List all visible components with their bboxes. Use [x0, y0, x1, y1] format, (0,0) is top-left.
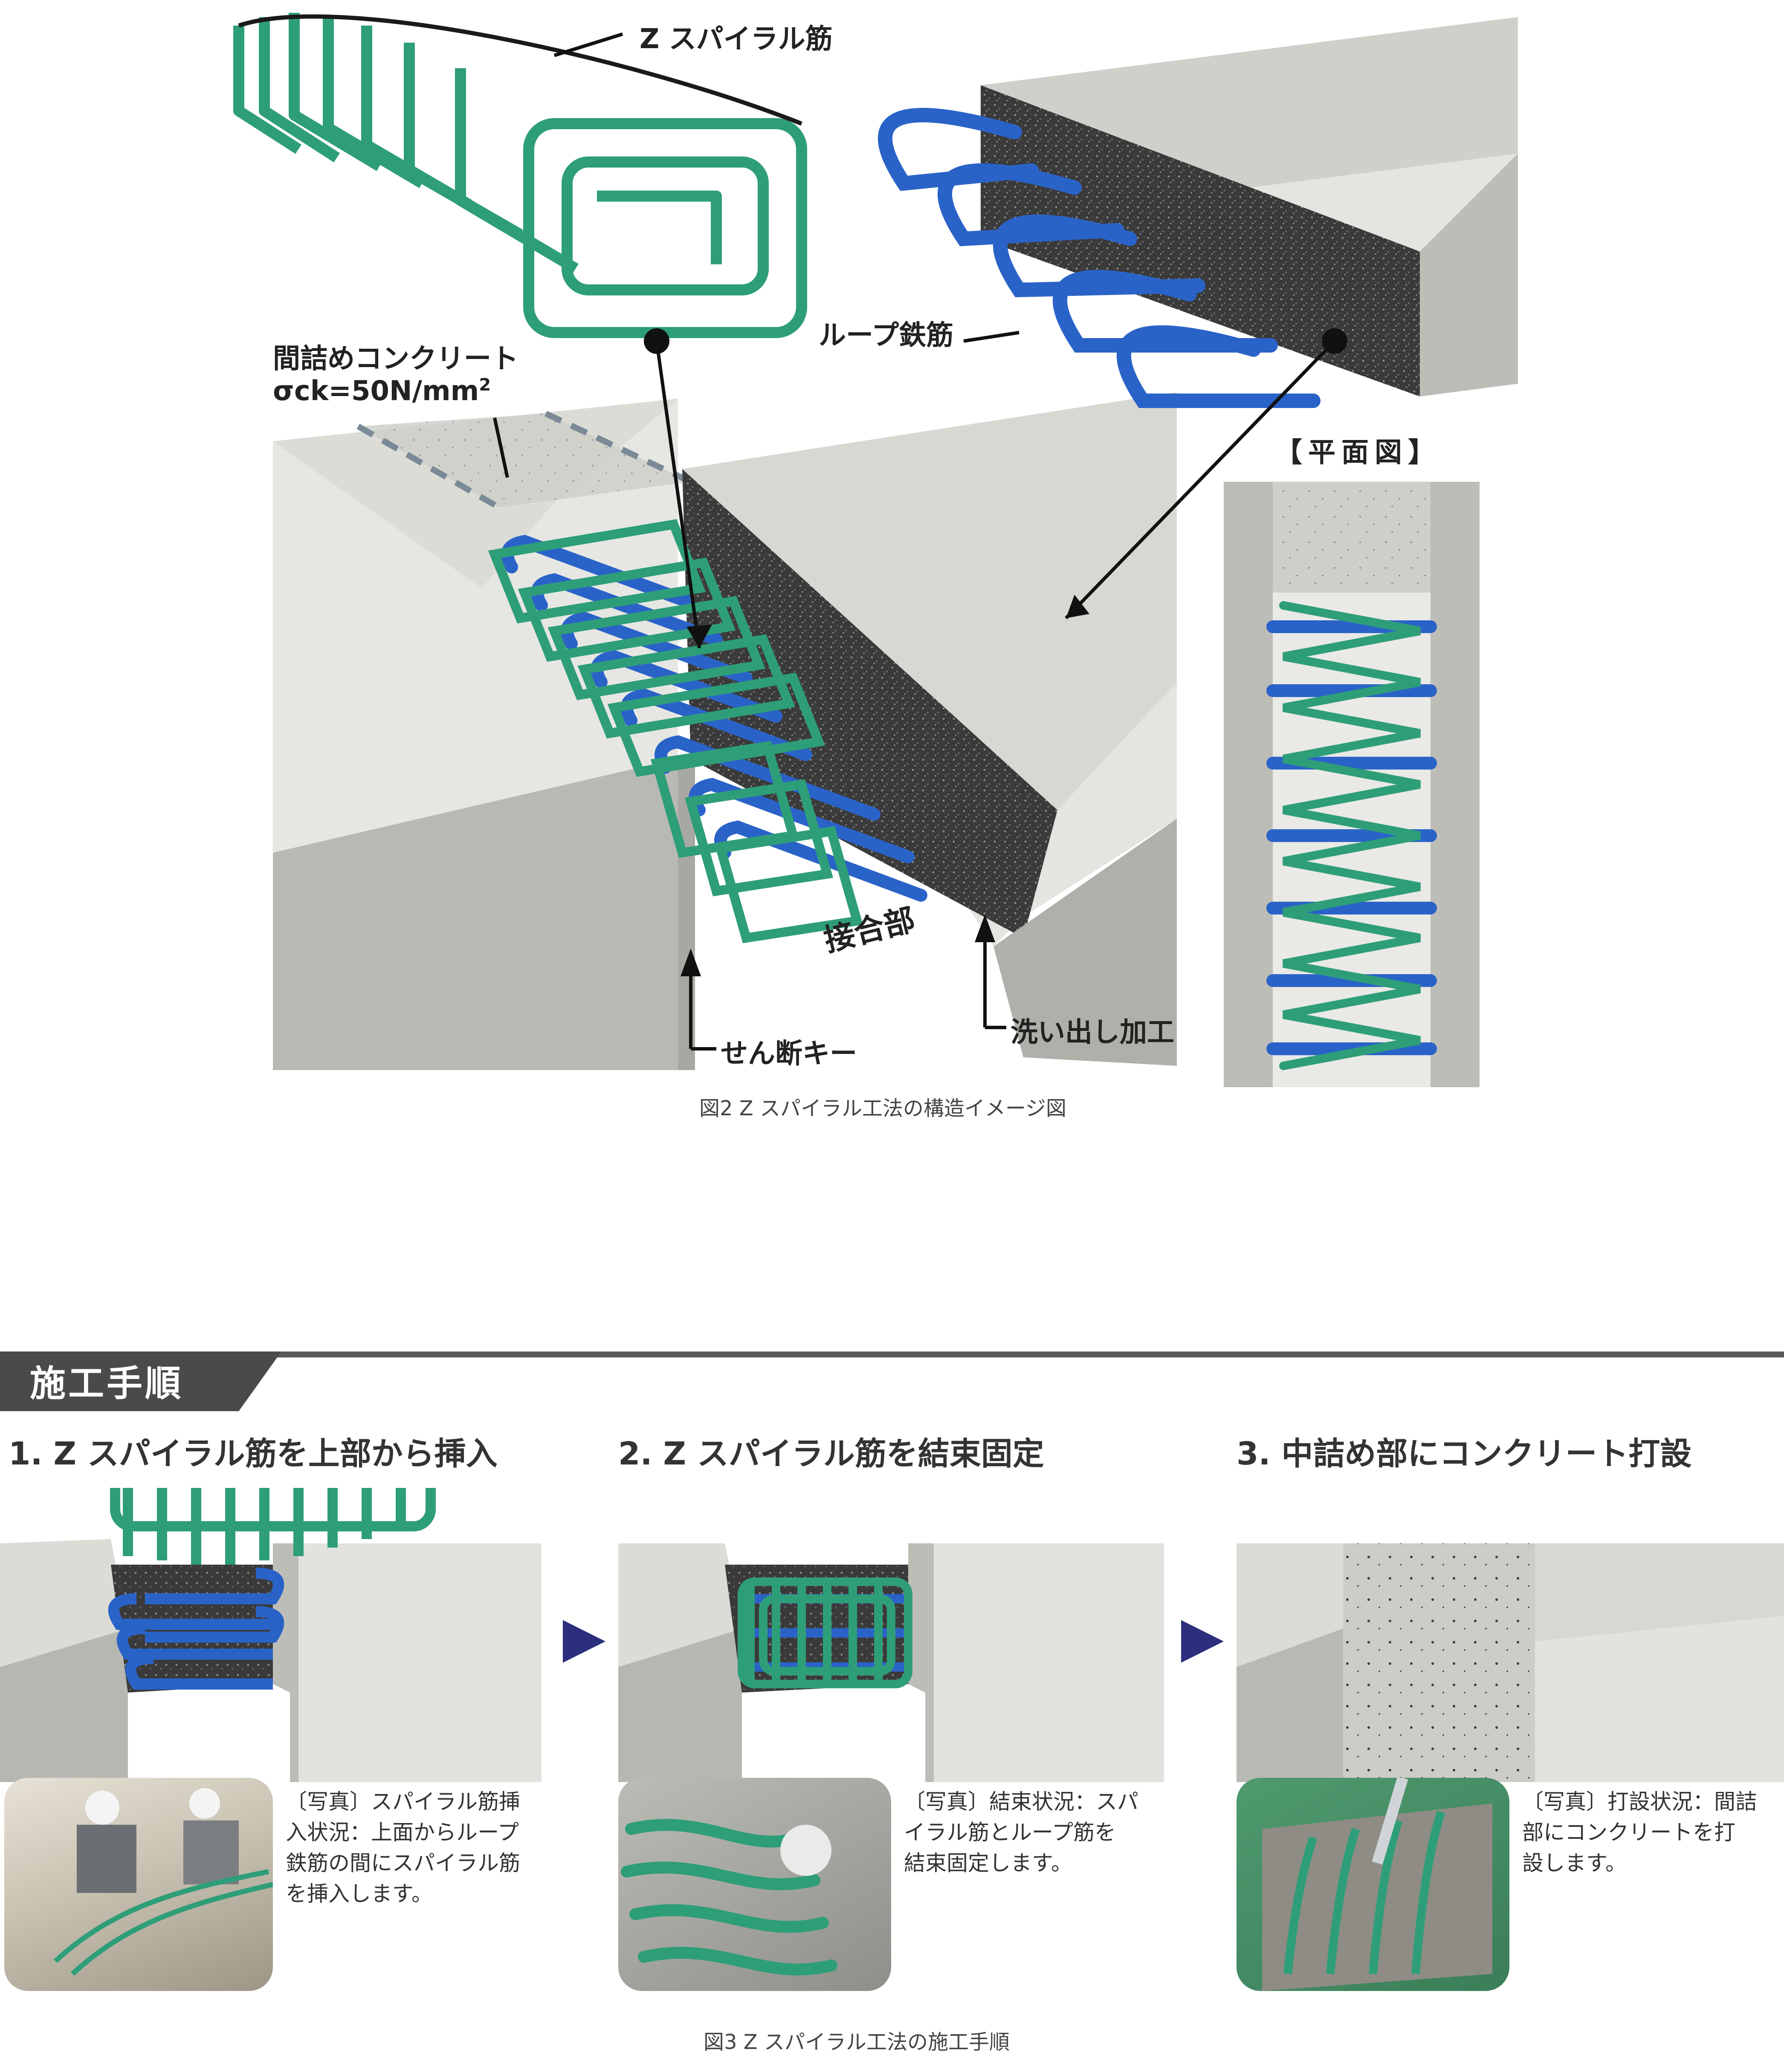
- step-arrow-1: [563, 1620, 605, 1663]
- leader-dot-spiral: [644, 328, 669, 354]
- leader-lines: [493, 32, 1336, 1050]
- arrowhead-shear-key: [681, 949, 701, 976]
- step-arrow-2: [1181, 1620, 1224, 1663]
- step-2-caption-line-3: 結束固定します。: [904, 1851, 1072, 1875]
- step-2-photo-graphic: [621, 1819, 837, 1976]
- step-3-photo-caption: 〔写真〕打設状況：間詰 部にコンクリートを打 設します。: [1522, 1786, 1778, 1878]
- label-shear-key: せん断キー: [721, 1038, 857, 1070]
- figure-3-caption: 図3 Z スパイラル工法の施工手順: [704, 2030, 1010, 2054]
- label-loop-rebar: ループ鉄筋: [819, 320, 954, 351]
- arrowhead-loop: [1066, 595, 1089, 618]
- loop-rebar-detail: [878, 17, 1518, 408]
- arrowhead-spiral: [686, 625, 712, 648]
- step-1-caption-line-4: を挿入します。: [286, 1881, 433, 1906]
- step-3-illustration: [1237, 1543, 1784, 1782]
- step-1-caption-line-3: 鉄筋の間にスパイラル筋: [286, 1851, 520, 1875]
- step-3-photo-graphic: [1262, 1778, 1492, 1991]
- step-2-caption-line-2: イラル筋とループ筋を: [904, 1820, 1116, 1845]
- step-3-photo: [1237, 1778, 1509, 1991]
- label-z-spiral: Z スパイラル筋: [640, 23, 833, 55]
- step-1-photo: [4, 1778, 273, 1991]
- step-3-caption-line-3: 設します。: [1522, 1851, 1627, 1875]
- step-2-caption-line-1: 〔写真〕結束状況：スパ: [904, 1789, 1138, 1814]
- label-sigma-ck: σck=50N/mm2: [273, 375, 491, 407]
- filler-concrete-zone: [356, 411, 692, 510]
- step-2-photo-caption: 〔写真〕結束状況：スパ イラル筋とループ筋を 結束固定します。: [904, 1786, 1181, 1878]
- arrowhead-washout: [975, 914, 995, 942]
- sigma-ck-superscript: 2: [479, 375, 491, 395]
- step-3-caption-line-2: 部にコンクリートを打: [1522, 1820, 1735, 1845]
- step-2-illustration: [618, 1543, 1164, 1782]
- step-2-title: 2. Z スパイラル筋を結束固定: [618, 1435, 1044, 1472]
- step-illustrations: [0, 1488, 1784, 1782]
- step-3-caption-line-1: 〔写真〕打設状況：間詰: [1522, 1789, 1757, 1814]
- step-3-title: 3. 中詰め部にコンクリート打設: [1237, 1435, 1692, 1472]
- step-2-photo: [618, 1778, 891, 1991]
- structure-diagram: [233, 13, 1518, 1087]
- label-washout: 洗い出し加工: [1011, 1017, 1174, 1048]
- leader-dot-loop: [1322, 328, 1347, 354]
- right-slab: [682, 392, 1177, 1066]
- procedure-header: 施工手順: [30, 1363, 184, 1404]
- step-1-illustration: [0, 1488, 542, 1782]
- step-1-caption-line-2: 入状況：上面からループ: [286, 1820, 519, 1845]
- step-1-caption-line-1: 〔写真〕スパイラル筋挿: [286, 1789, 520, 1814]
- sigma-ck-text: σck=50N/mm: [273, 375, 479, 407]
- procedure-header-bar: [0, 1351, 1784, 1411]
- figure-2-caption: 図2 Z スパイラル工法の構造イメージ図: [699, 1097, 1066, 1120]
- joint-rebar: [488, 519, 927, 943]
- z-spiral-bar-detail: [233, 13, 807, 338]
- plan-view-panel: [1224, 482, 1480, 1087]
- step-1-photo-caption: 〔写真〕スパイラル筋挿 入状況：上面からループ 鉄筋の間にスパイラル筋 を挿入し…: [286, 1786, 576, 1909]
- label-filler-concrete: 間詰めコンクリート: [273, 343, 518, 375]
- label-plan-view: 【平面図】: [1275, 437, 1441, 469]
- step-1-photo-graphic: [53, 1788, 273, 1976]
- step-1-title: 1. Z スパイラル筋を上部から挿入: [9, 1435, 498, 1472]
